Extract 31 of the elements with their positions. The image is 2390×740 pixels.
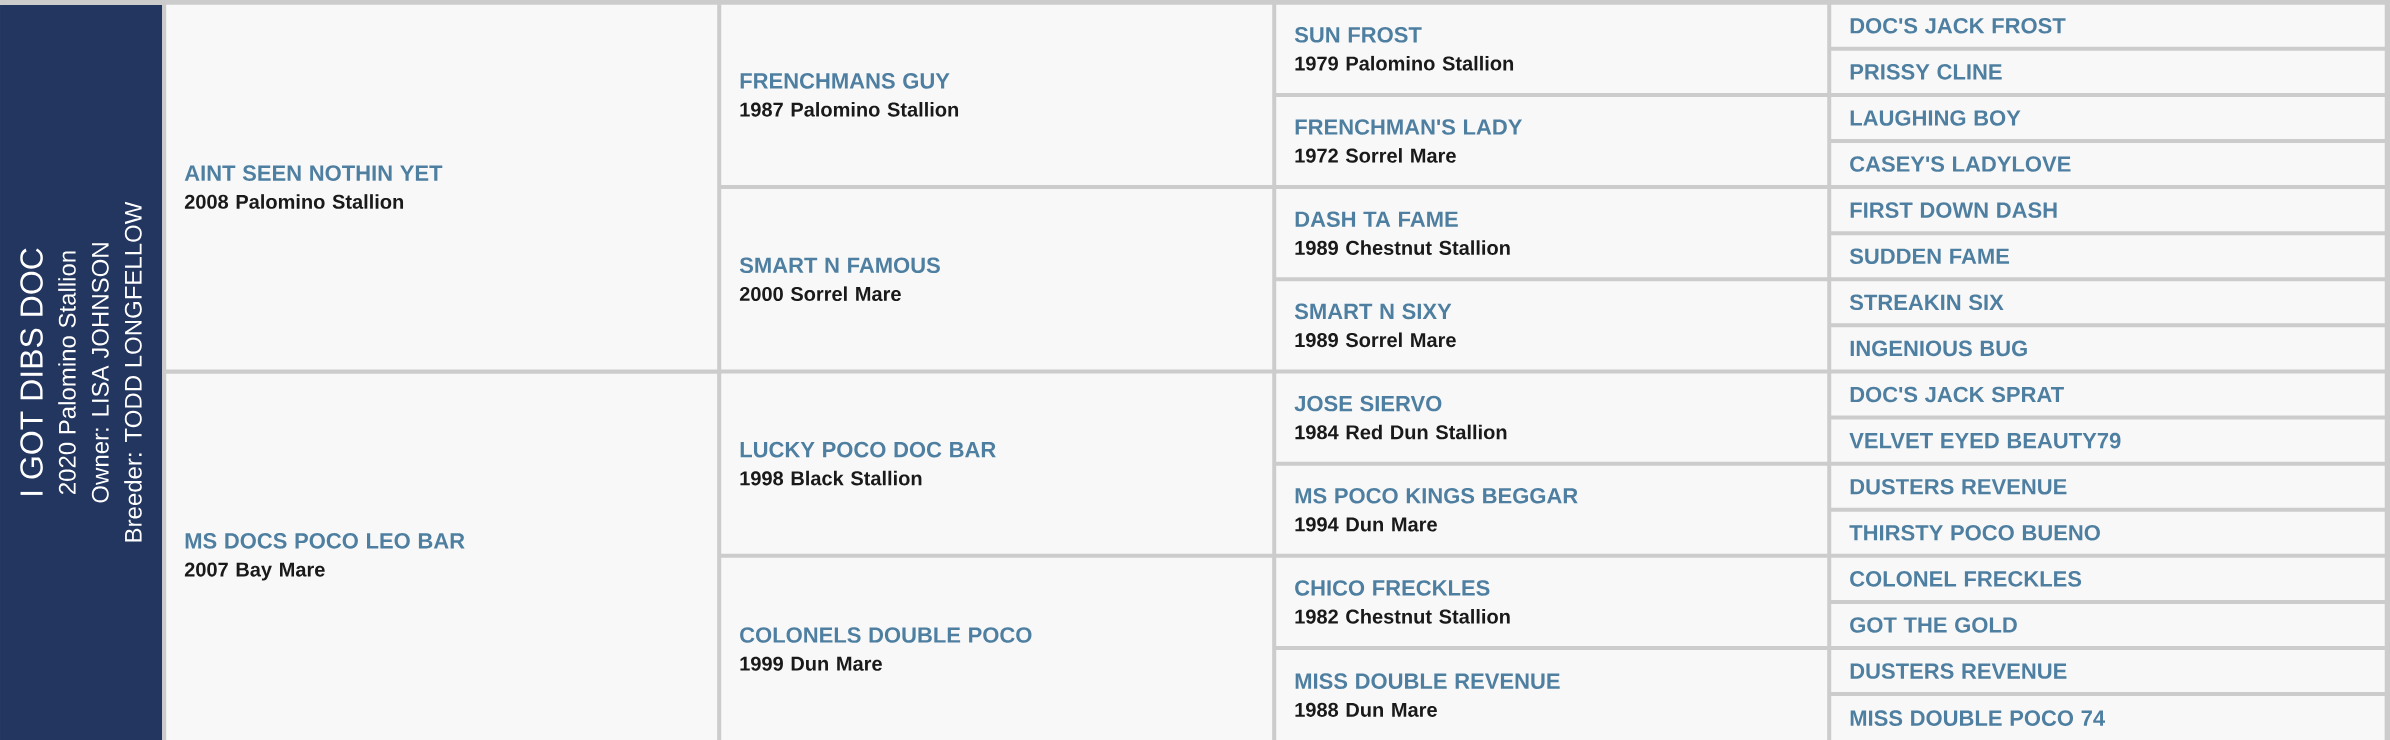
- pedigree-cell: DUSTERS REVENUE: [1831, 465, 2385, 508]
- pedigree-cell: PRISSY CLINE: [1831, 50, 2385, 93]
- pedigree-cell: DOC'S JACK SPRAT: [1831, 373, 2385, 416]
- pedigree-cell: FRENCHMAN'S LADY 1972 Sorrel Mare: [1276, 96, 1828, 186]
- pedigree-cell: CASEY'S LADYLOVE: [1831, 143, 2385, 186]
- pedigree-cell: DOC'S JACK FROST: [1831, 4, 2385, 47]
- pedigree-cell: THIRSTY POCO BUENO: [1831, 511, 2385, 554]
- pedigree-cell: JOSE SIERVO 1984 Red Dun Stallion: [1276, 373, 1828, 462]
- pedigree-cell: DASH TA FAME 1989 Chestnut Stallion: [1276, 189, 1828, 278]
- pedigree-cell: MISS DOUBLE REVENUE 1988 Dun Mare: [1276, 650, 1828, 740]
- pedigree-cell: FRENCHMANS GUY 1987 Palomino Stallion: [721, 4, 1273, 186]
- pedigree-cell: LAUGHING BOY: [1831, 96, 2385, 139]
- pedigree-cell: VELVET EYED BEAUTY79: [1831, 419, 2385, 462]
- pedigree-cell: MISS DOUBLE POCO 74: [1831, 696, 2385, 740]
- pedigree-cell: SMART N SIXY 1989 Sorrel Mare: [1276, 281, 1828, 370]
- pedigree-cell: FIRST DOWN DASH: [1831, 189, 2385, 232]
- pedigree-cell: LUCKY POCO DOC BAR 1998 Black Stallion: [721, 373, 1273, 554]
- pedigree-cell: DUSTERS REVENUE: [1831, 650, 2385, 693]
- pedigree-cell: SUDDEN FAME: [1831, 235, 2385, 278]
- pedigree-cell: STREAKIN SIX: [1831, 281, 2385, 324]
- pedigree-cell: AINT SEEN NOTHIN YET 2008 Palomino Stallion: [166, 4, 718, 370]
- pedigree-cell: MS DOCS POCO LEO BAR 2007 Bay Mare: [166, 373, 718, 740]
- pedigree-cell: SMART N FAMOUS 2000 Sorrel Mare: [721, 189, 1273, 370]
- pedigree-cell: COLONEL FRECKLES: [1831, 557, 2385, 600]
- pedigree-cell: INGENIOUS BUG: [1831, 327, 2385, 370]
- pedigree-cell: COLONELS DOUBLE POCO 1999 Dun Mare: [721, 557, 1273, 740]
- pedigree-cell: GOT THE GOLD: [1831, 603, 2385, 646]
- title-panel: I GOT DIBS DOC 2020 Palomino Stallion Owner: LISA JOHNSON Breeder: TODD LONGFELLOW: [0, 5, 162, 740]
- pedigree-cell: MS POCO KINGS BEGGAR 1994 Dun Mare: [1276, 465, 1828, 554]
- pedigree-cell: SUN FROST 1979 Palomino Stallion: [1276, 4, 1828, 93]
- pedigree-cell: CHICO FRECKLES 1982 Chestnut Stallion: [1276, 557, 1828, 646]
